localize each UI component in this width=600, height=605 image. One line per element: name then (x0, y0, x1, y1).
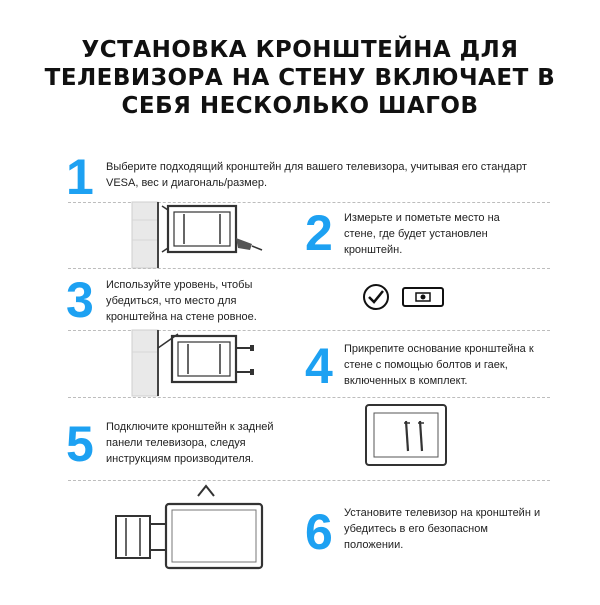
step-3-number: 3 (66, 272, 94, 328)
divider-1 (68, 202, 550, 203)
divider-5 (68, 480, 550, 481)
step-2-text: Измерьте и пометьте место на стене, где … (344, 212, 500, 256)
step-2-number: 2 (305, 205, 333, 261)
tv-back-bracket-illustration (365, 404, 447, 466)
tv-hung-on-bracket-illustration (115, 484, 264, 570)
step-3-text: Используйте уровень, чтобы убедиться, чт… (106, 279, 257, 323)
step-6-number: 6 (305, 504, 333, 560)
step-5-number: 5 (66, 416, 94, 472)
title-line-2: ТЕЛЕВИЗОРА НА СТЕНУ ВКЛЮЧАЕТ В (44, 65, 556, 91)
title-line-1: УСТАНОВКА КРОНШТЕЙНА ДЛЯ (81, 37, 519, 63)
bracket-bolted-illustration (131, 329, 254, 397)
step-1-text: Выберите подходящий кронштейн для вашего… (106, 161, 527, 189)
spirit-level-icon (402, 287, 444, 307)
step-4-text: Прикрепите основание кронштейна к стене … (344, 343, 534, 387)
step-5-text: Подключите кронштейн к задней панели тел… (106, 421, 274, 465)
page-title: УСТАНОВКА КРОНШТЕЙНА ДЛЯ ТЕЛЕВИЗОРА НА С… (0, 36, 600, 120)
title-line-3: СЕБЯ НЕСКОЛЬКО ШАГОВ (121, 93, 479, 119)
step-6-text: Установите телевизор на кронштейн и убед… (344, 507, 541, 551)
divider-3 (68, 330, 550, 331)
step-4-number: 4 (305, 338, 333, 394)
divider-2 (68, 268, 550, 269)
divider-4 (68, 397, 550, 398)
step-1-number: 1 (66, 149, 94, 205)
wall-bracket-drill-illustration (131, 201, 263, 269)
checkmark-circle-icon (363, 284, 389, 310)
